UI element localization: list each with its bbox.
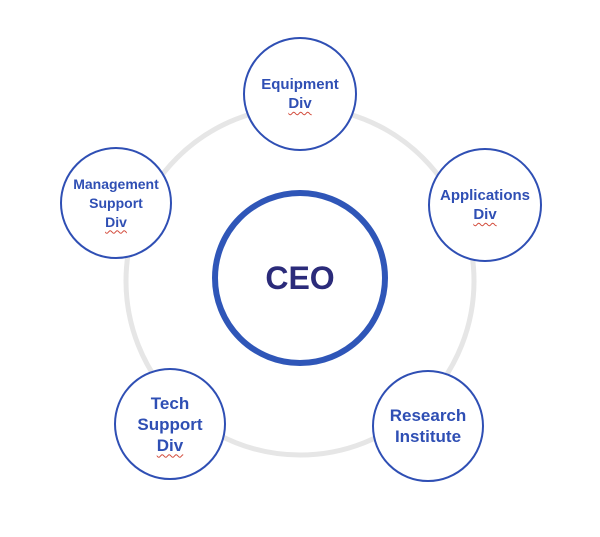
node-equipment-line2: Div bbox=[288, 95, 312, 112]
node-research-line2: Institute bbox=[394, 427, 462, 446]
node-research-line1: Research bbox=[389, 406, 467, 425]
node-applications-div: Applications Div bbox=[428, 148, 542, 262]
node-applications-line1: Applications bbox=[439, 187, 530, 204]
node-equipment-text: Equipment Div bbox=[261, 75, 339, 113]
node-equipment-line1: Equipment bbox=[261, 76, 339, 93]
node-management-text: Management Support Div bbox=[73, 175, 159, 232]
node-tech-support-div: Tech Support Div bbox=[114, 368, 226, 480]
node-research-institute: Research Institute bbox=[372, 370, 484, 482]
ceo-label: CEO bbox=[265, 259, 335, 296]
node-equipment-div: Equipment Div bbox=[243, 37, 357, 151]
node-management-support-div: Management Support Div bbox=[60, 147, 172, 259]
node-management-line1: Management bbox=[73, 175, 159, 192]
node-research-text: Research Institute bbox=[390, 405, 467, 447]
node-tech-line2: Support bbox=[137, 414, 203, 434]
node-tech-text: Tech Support Div bbox=[137, 393, 202, 456]
node-tech-line1: Tech bbox=[150, 393, 190, 413]
ceo-node: CEO bbox=[212, 190, 388, 366]
node-management-line3: Div bbox=[105, 213, 127, 230]
node-applications-text: Applications Div bbox=[440, 186, 530, 224]
node-management-line2: Support bbox=[89, 194, 143, 211]
node-tech-line3: Div bbox=[156, 435, 184, 455]
node-applications-line2: Div bbox=[473, 206, 497, 223]
